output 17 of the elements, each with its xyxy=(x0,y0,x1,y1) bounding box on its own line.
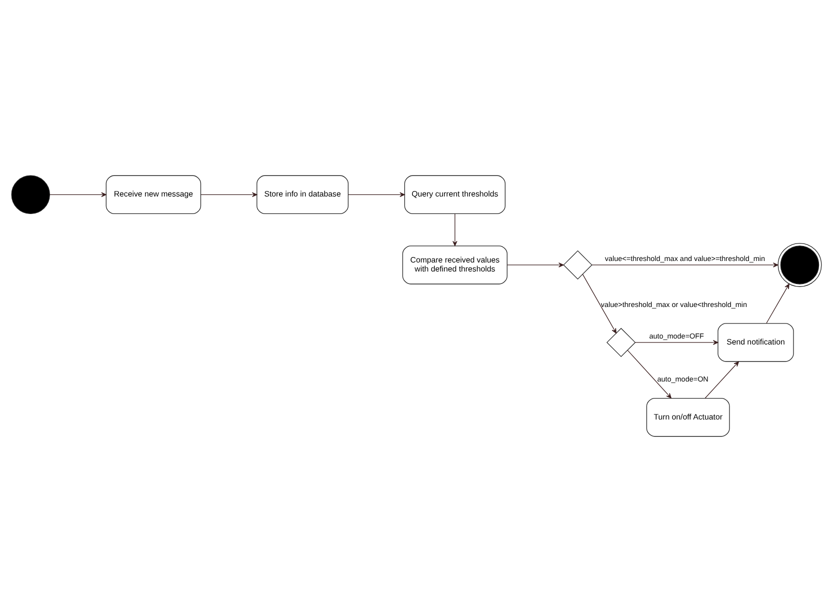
edge-label: auto_mode=ON xyxy=(657,374,708,384)
arrow xyxy=(452,213,458,246)
arrow xyxy=(766,284,790,324)
node-circle xyxy=(11,175,50,214)
node-circle xyxy=(778,242,822,287)
arrow xyxy=(50,192,106,198)
edge-label: value>threshold_max or value<threshold_min xyxy=(600,300,747,309)
arrow xyxy=(634,340,718,345)
arrow xyxy=(506,262,564,268)
arrow xyxy=(200,192,258,198)
edge-label: value<=threshold_max and value>=threshold_min xyxy=(604,254,766,263)
arrow xyxy=(704,361,739,398)
arrow xyxy=(348,192,405,198)
arrow xyxy=(582,274,616,334)
edge-label: auto_mode=OFF xyxy=(649,331,704,340)
node-diamond xyxy=(563,250,592,280)
arrow xyxy=(592,262,778,268)
